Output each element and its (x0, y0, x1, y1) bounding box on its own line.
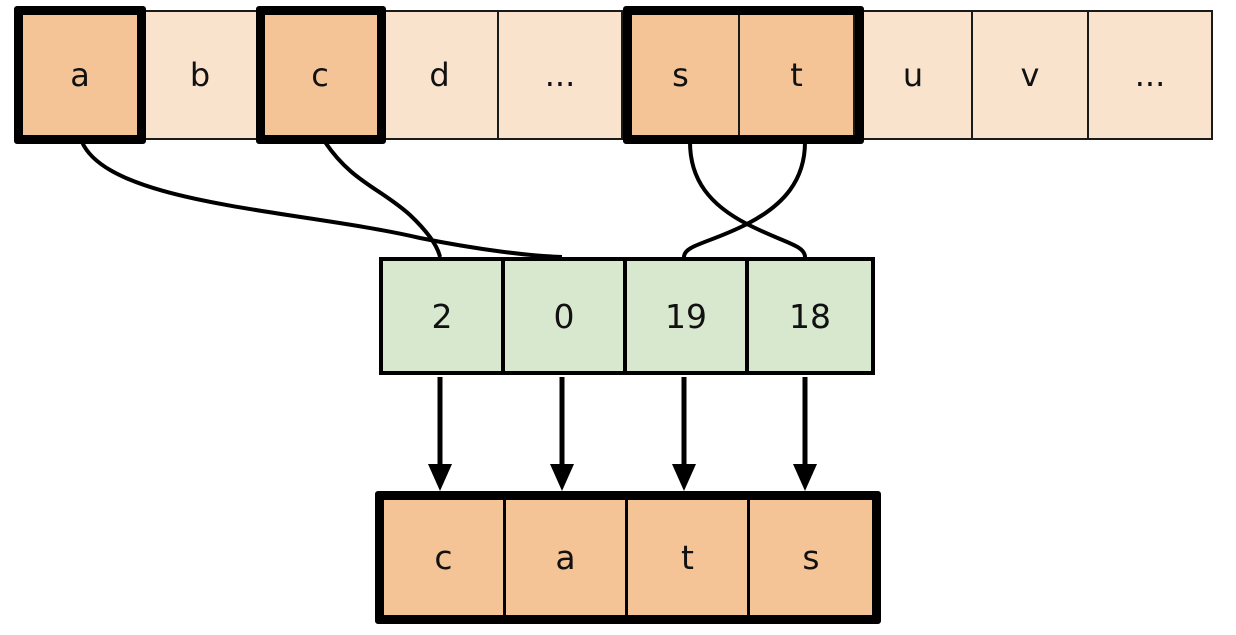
alphabet-cell-label: b (189, 56, 211, 94)
alphabet-cell-u[interactable]: u (855, 12, 973, 138)
alphabet-cell-t[interactable]: t (740, 12, 855, 138)
edge-t-to-19 (682, 141, 807, 258)
result-cell-label: t (681, 538, 694, 577)
index-row: 2 0 19 18 (379, 257, 875, 375)
alphabet-cell-d[interactable]: d (382, 12, 499, 138)
index-cell-value: 19 (665, 296, 707, 336)
result-cell-label: s (802, 538, 820, 577)
result-cell-2[interactable]: t (628, 500, 750, 615)
index-cell-3[interactable]: 18 (749, 261, 871, 371)
index-cell-1[interactable]: 0 (505, 261, 627, 371)
alphabet-cell-label: u (902, 56, 924, 94)
edge-a-to-0 (80, 141, 563, 259)
arrow-head-4 (793, 464, 817, 491)
index-cell-value: 18 (789, 296, 831, 336)
result-row: c a t s (375, 491, 881, 624)
alphabet-cell-ellipsis-1[interactable]: ... (499, 12, 623, 138)
alphabet-cell-v[interactable]: v (973, 12, 1089, 138)
edge-c-to-2 (323, 140, 442, 258)
index-cell-value: 0 (553, 296, 575, 336)
alphabet-cell-label: v (1020, 56, 1040, 94)
index-cell-2[interactable]: 19 (627, 261, 749, 371)
alphabet-cell-label: ... (1134, 56, 1166, 94)
alphabet-cell-label: ... (544, 56, 576, 94)
alphabet-cell-a[interactable]: a (18, 12, 142, 138)
alphabet-cell-s[interactable]: s (623, 12, 740, 138)
arrow-head-1 (428, 464, 452, 491)
alphabet-cell-label: a (70, 56, 90, 94)
arrow-head-3 (672, 464, 696, 491)
alphabet-cell-label: c (311, 56, 329, 94)
index-cell-value: 2 (431, 296, 453, 336)
result-cell-1[interactable]: a (506, 500, 628, 615)
index-to-result-arrows (428, 377, 817, 491)
result-cell-3[interactable]: s (750, 500, 872, 615)
alphabet-cell-b[interactable]: b (142, 12, 260, 138)
alphabet-cell-ellipsis-2[interactable]: ... (1089, 12, 1213, 138)
alphabet-cell-label: t (790, 56, 803, 94)
result-cell-0[interactable]: c (384, 500, 506, 615)
result-cell-label: a (555, 538, 576, 577)
arrow-head-2 (550, 464, 574, 491)
alphabet-cell-label: d (429, 56, 450, 94)
index-cell-0[interactable]: 2 (383, 261, 505, 371)
alphabet-cell-c[interactable]: c (260, 12, 382, 138)
result-cell-label: c (434, 538, 453, 577)
edge-s-to-18 (688, 141, 807, 258)
alphabet-cell-label: s (672, 56, 689, 94)
alphabet-row: a b c d ... s t u v ... (18, 10, 1213, 140)
